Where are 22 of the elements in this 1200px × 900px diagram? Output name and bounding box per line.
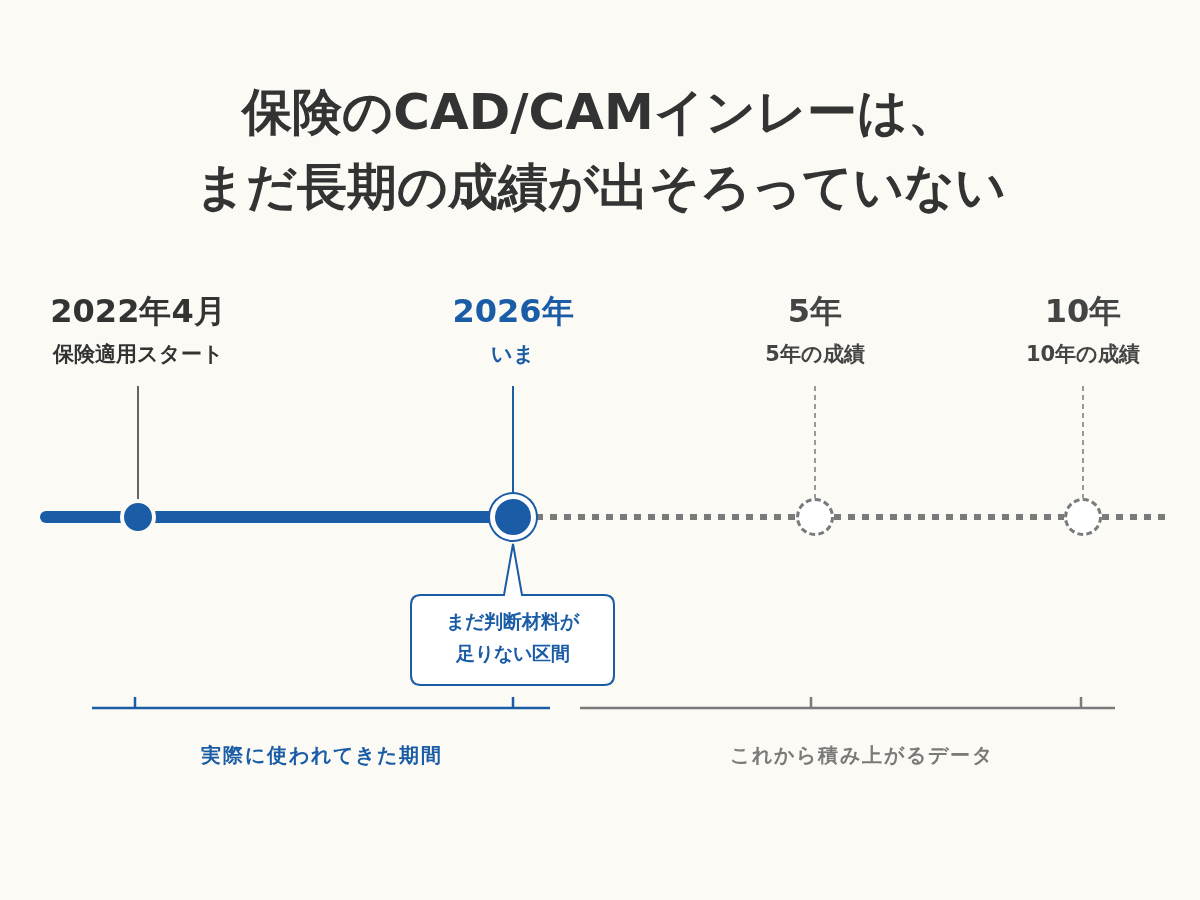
- period-label: これから積み上がるデータ: [729, 742, 995, 769]
- milestone-dot: [490, 494, 536, 540]
- title: 保険のCAD/CAMインレーは、まだ長期の成績が出そろっていない: [193, 82, 1007, 218]
- timeline-segment: [536, 514, 796, 520]
- milestone-dot: [796, 498, 834, 536]
- milestone-caption: 保険適用スタート: [51, 341, 225, 368]
- timeline-segment: [834, 514, 1064, 520]
- timeline-segment: [1102, 514, 1166, 520]
- callout-text: まだ判断材料が足りない区間: [445, 609, 581, 666]
- leader-line: [512, 385, 514, 495]
- milestone-date: 5年: [786, 291, 844, 332]
- leader-line: [1082, 385, 1084, 499]
- milestone-caption: 10年の成績: [1024, 341, 1142, 368]
- milestone-caption: いま: [490, 341, 536, 368]
- leader-line: [814, 385, 816, 499]
- milestone-caption: 5年の成績: [764, 341, 866, 368]
- milestone-date: 10年: [1043, 291, 1123, 332]
- milestone-dot: [1064, 498, 1102, 536]
- leader-line: [137, 385, 139, 500]
- milestone-date: 2026年: [451, 291, 575, 332]
- milestone-date: 2022年4月: [49, 291, 227, 332]
- period-label: 実際に使われてきた期間: [200, 742, 444, 769]
